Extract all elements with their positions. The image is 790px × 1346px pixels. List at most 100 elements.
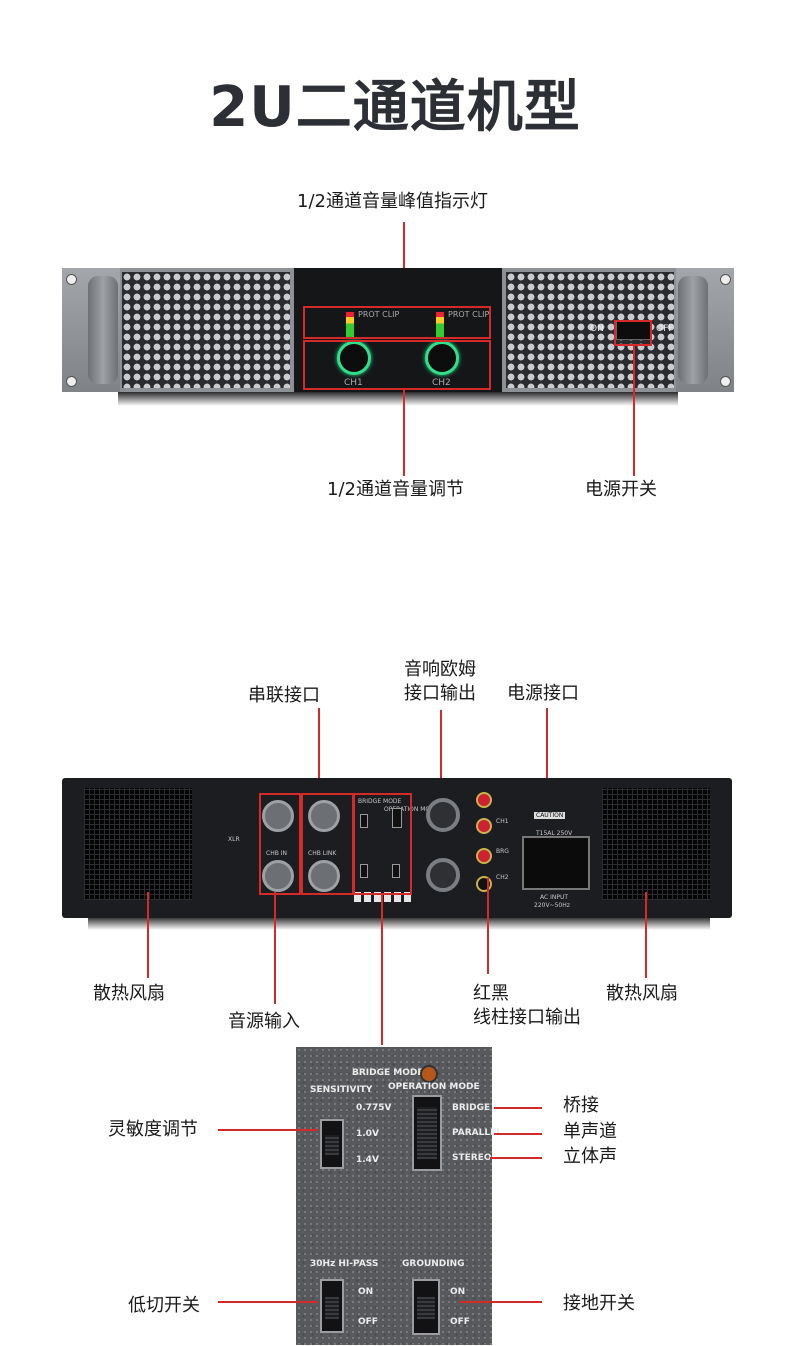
binding-post-red[interactable] [476,848,492,864]
switch-lever [325,1297,339,1319]
switch-closeup-panel: BRIDGE MODE SENSITIVITY OPERATION MODE 0… [296,1047,502,1345]
rack-ear-left [62,268,120,392]
label-fan-right: 散热风扇 [606,983,678,1004]
highlight-mode-switches [352,793,412,895]
highlight-input-jacks [259,793,301,895]
closeup-sensitivity: SENSITIVITY [310,1085,373,1095]
meter-legend-ch1: PROT CLIP [358,310,400,319]
rack-hole [720,274,731,285]
sens-value-3: 1.4V [356,1155,379,1165]
grounding-off: OFF [450,1317,470,1327]
amp-shadow [118,392,678,406]
brg-text: BRG [496,848,509,855]
label-speakon: 音响欧姆 接口输出 [404,659,476,704]
pointer-line-speakon [440,710,442,792]
label-power-switch: 电源开关 [585,479,657,500]
pointer-line-power-inlet [546,708,548,832]
power-switch-on-text: ON [590,324,604,334]
pointer-line-closeup [381,895,383,1045]
label-mono: 单声道 [563,1121,617,1142]
rear-hipass-switch[interactable] [360,864,368,878]
highlight-power-switch [614,320,652,346]
grounding-switch[interactable] [412,1279,440,1335]
op-value-parallel: PARALLEL [452,1128,502,1138]
front-center-panel: PROT CLIP PROT CLIP CH1 CH2 [294,268,502,392]
power-switch-off-text: OFF [656,324,674,334]
pointer-line-stereo [490,1157,542,1159]
label-bridge: 桥接 [563,1095,599,1116]
rear-grounding-switch[interactable] [392,864,400,878]
pointer-line-ground [460,1301,542,1303]
dip-labels [354,892,414,902]
pointer-line-input [274,892,276,1004]
pointer-line-peak [403,222,405,308]
ac-power-inlet[interactable] [522,836,590,890]
chb-in-text: CHB IN [266,850,287,857]
sensitivity-switch[interactable] [320,1119,344,1169]
op-value-stereo: STEREO [452,1153,492,1163]
ch2-text: CH2 [496,874,509,881]
ch1-label: CH1 [344,378,363,388]
label-binding-posts: 红黑 线柱接口输出 [473,983,581,1028]
fuse-text: T15AL 250V [536,830,573,837]
speakon-output-ch2[interactable] [426,858,460,892]
ac-voltage-text: 220V~50Hz [534,902,570,909]
hipass-off: OFF [358,1317,378,1327]
grounding-on: ON [450,1287,466,1297]
peak-meter-ch2 [436,312,444,338]
amplifier-front-panel: PROT CLIP PROT CLIP CH1 CH2 ON OFF [62,268,734,392]
op-value-bridge: BRIDGE [452,1103,491,1113]
highlight-volume-knobs [303,340,491,390]
label-stereo: 立体声 [563,1146,617,1167]
switch-lever [325,1135,339,1155]
label-volume: 1/2通道音量调节 [327,479,464,500]
label-input: 音源输入 [228,1011,300,1032]
sens-value-2: 1.0V [356,1129,379,1139]
bridge-mode-led [420,1065,438,1083]
sens-value-1: 0.775V [356,1103,392,1113]
handle-right [678,276,708,384]
page-title: 2U二通道机型 [209,75,581,140]
label-ground: 接地开关 [563,1293,635,1314]
xlr-legend: XLR [228,836,240,843]
binding-post-red[interactable] [476,792,492,808]
operation-mode-switch[interactable] [412,1095,442,1171]
label-sensitivity: 灵敏度调节 [108,1119,198,1140]
rear-sensitivity-switch[interactable] [360,814,368,828]
pointer-line-bridge [494,1107,542,1109]
label-power-inlet: 电源接口 [507,683,579,704]
pointer-line-sensitivity [218,1129,318,1131]
rear-bridge-mode-text: BRIDGE MODE [358,798,402,805]
front-grille-left [122,272,290,388]
label-link: 串联接口 [248,685,320,706]
ch1-text: CH1 [496,818,509,825]
pointer-line-link [318,708,320,794]
xlr-input-cha[interactable] [262,800,294,832]
label-fan-left: 散热风扇 [93,983,165,1004]
handle-left [88,276,118,384]
pointer-line-volume [403,390,405,476]
xlr-link-cha[interactable] [308,800,340,832]
binding-post-red[interactable] [476,818,492,834]
pointer-line-fan-right [645,892,647,978]
speakon-output-ch1[interactable] [426,798,460,832]
xlr-input-chb[interactable] [262,860,294,892]
pointer-line-power-switch [633,346,635,476]
hipass-on: ON [358,1287,374,1297]
highlight-link-jacks [301,793,355,895]
peak-meter-ch1 [346,312,354,338]
volume-knob-ch2[interactable] [425,341,459,375]
chb-link-text: CHB LINK [308,850,337,857]
pointer-line-binding [487,878,489,974]
volume-knob-ch1[interactable] [337,341,371,375]
highlight-peak-meters [303,306,491,339]
xlr-link-chb[interactable] [308,860,340,892]
switch-lever [417,1297,435,1319]
ch2-label: CH2 [432,378,451,388]
closeup-grounding: GROUNDING [402,1259,465,1269]
hipass-switch[interactable] [320,1279,344,1333]
label-lowcut: 低切开关 [128,1295,200,1316]
binding-post-black[interactable] [476,876,492,892]
closeup-operation-mode: OPERATION MODE [388,1082,480,1092]
rear-operation-switch[interactable] [392,808,402,828]
